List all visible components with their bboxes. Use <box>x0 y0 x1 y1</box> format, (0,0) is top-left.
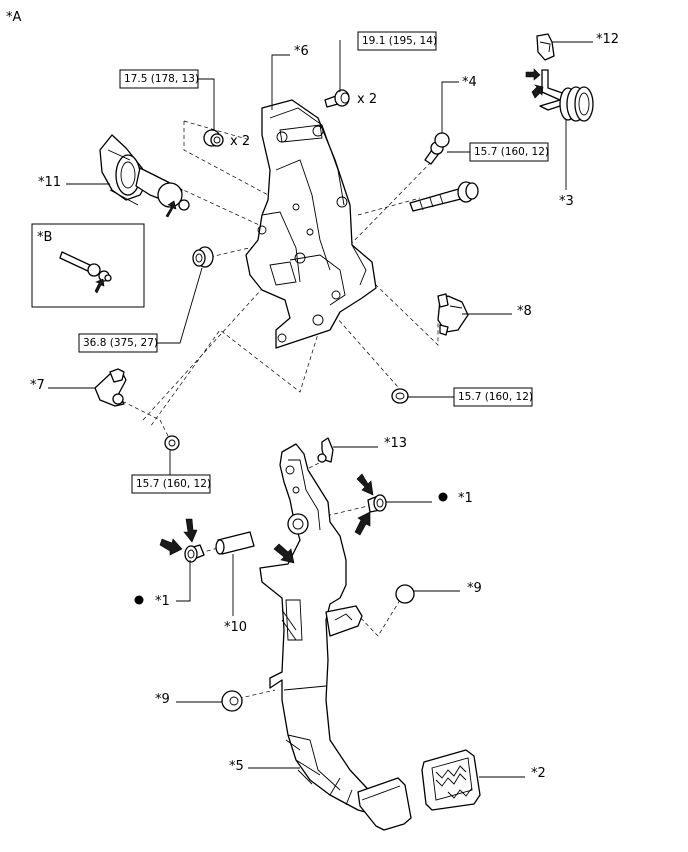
callout-6: *6 <box>294 44 309 59</box>
torque-nut-right: 15.7 (160, 12) <box>458 391 533 403</box>
callout-12: *12 <box>596 32 619 47</box>
torque-box-bolt-top <box>357 31 437 51</box>
torque-nut-top: 17.5 (178, 13) <box>124 73 199 85</box>
callout-4: *4 <box>462 75 477 90</box>
callout-5: *5 <box>229 759 244 774</box>
stop-lamp-switch-8 <box>437 293 469 336</box>
bushing-1-right <box>367 494 387 513</box>
brake-master-cylinder-pushrod <box>99 134 190 211</box>
install-arrow-3a <box>525 68 541 81</box>
inset-arrow <box>94 278 105 294</box>
brake-pedal-arm-5 <box>259 443 379 816</box>
view-label: *A <box>6 10 22 25</box>
arrow-bushing-left-a <box>183 518 198 543</box>
brake-pedal-pad <box>357 777 412 831</box>
pedal-pivot-bolt <box>409 181 479 212</box>
bolt-quantity: x 2 <box>357 92 377 107</box>
callout-11: *11 <box>38 175 61 190</box>
callout-8: *8 <box>517 304 532 319</box>
arrow-bushing-right-b <box>354 511 371 536</box>
leader-lines <box>48 40 593 778</box>
pedal-pad-2 <box>421 749 481 811</box>
arrow-bushing-right-a <box>356 473 374 496</box>
torque-box-nut-right <box>453 387 533 407</box>
collar-10 <box>215 531 255 555</box>
bracket-bolt-top <box>324 89 350 108</box>
torque-nut-left: 36.8 (375, 27) <box>83 337 158 349</box>
stopper-9-upper <box>395 584 415 604</box>
clip-13 <box>317 437 334 463</box>
torque-box-bolt4 <box>469 142 549 162</box>
bracket-nut-left <box>192 246 214 268</box>
torque-bolt-top: 19.1 (195, 14) <box>362 35 437 47</box>
install-arrow-11 <box>165 200 177 218</box>
callout-10: *10 <box>224 620 247 635</box>
grease-dot-right <box>438 492 448 502</box>
bushing-1-left <box>184 544 205 563</box>
torque-box-nut-low <box>131 474 211 494</box>
install-arrow-3b <box>531 84 544 99</box>
torque-box-nut-left <box>78 333 158 353</box>
pedal-bracket <box>245 99 377 349</box>
torque-nut-low: 15.7 (160, 12) <box>136 478 211 490</box>
inset-label: *B <box>37 230 52 245</box>
callout-9-lower: *9 <box>155 692 170 707</box>
arrow-collar <box>273 543 295 564</box>
bracket-nut-lower <box>164 435 180 451</box>
callout-3: *3 <box>559 194 574 209</box>
bracket-nut-right <box>391 388 409 404</box>
callout-7: *7 <box>30 378 45 393</box>
bracket-nut-top <box>203 129 224 147</box>
clip-12 <box>536 33 555 61</box>
callout-1-right: *1 <box>458 491 473 506</box>
pedal-sensor-7 <box>94 368 127 407</box>
bolt-4 <box>424 132 450 165</box>
callout-9-upper: *9 <box>467 581 482 596</box>
callout-1-left: *1 <box>155 594 170 609</box>
nut-quantity: x 2 <box>230 134 250 149</box>
torque-box-nut-top <box>119 69 199 89</box>
callout-13: *13 <box>384 436 407 451</box>
torque-bolt4: 15.7 (160, 12) <box>474 146 549 158</box>
stopper-9-lower <box>221 690 243 712</box>
grease-dot-left <box>134 595 144 605</box>
inset-pushrod-detail <box>59 251 112 282</box>
arrow-bushing-left-b <box>159 538 183 556</box>
callout-2: *2 <box>531 766 546 781</box>
return-spring-3 <box>539 69 594 122</box>
